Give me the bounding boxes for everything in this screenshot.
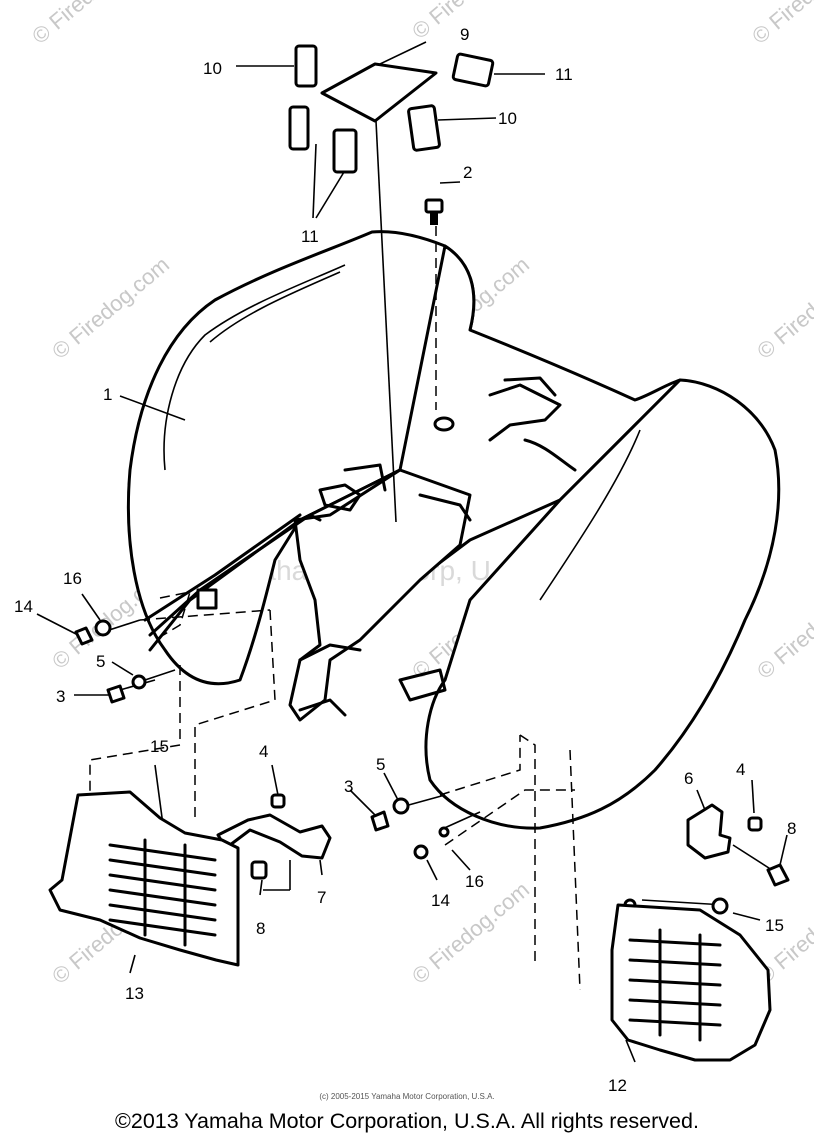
callout-7: 7 (317, 888, 326, 907)
watermark-firedog: © Firedog.com (407, 0, 534, 44)
callout-8: 8 (787, 819, 796, 838)
callout-9: 9 (460, 25, 469, 44)
callout-13: 13 (125, 984, 144, 1003)
callout-4: 4 (259, 742, 268, 761)
callout-1: 1 (103, 385, 112, 404)
callout-14: 14 (431, 891, 450, 910)
callout-11: 11 (555, 65, 573, 84)
callout-14: 14 (14, 597, 33, 616)
small-copyright-notice: (c) 2005-2015 Yamaha Motor Corporation, … (319, 1092, 495, 1101)
callout-16: 16 (63, 569, 82, 588)
callout-16: 16 (465, 872, 484, 891)
watermark-firedog: © Firedog.com (747, 0, 814, 49)
callout-15: 15 (150, 737, 169, 756)
watermark-firedog: © Firedog.com (752, 252, 814, 364)
bolt-2 (424, 198, 444, 410)
watermark-firedog: © Firedog.com (47, 252, 174, 364)
bracket-7 (216, 813, 332, 860)
callout-11: 11 (301, 227, 319, 246)
watermark-firedog: © Firedog.com (407, 877, 534, 989)
callout-4: 4 (736, 760, 745, 779)
watermark-firedog: © Firedog.com (752, 572, 814, 684)
callout-3: 3 (344, 777, 353, 796)
reflector-10 (294, 44, 441, 152)
callout-10: 10 (498, 109, 517, 128)
mudflap-left-13 (48, 790, 240, 967)
callout-10: 10 (203, 59, 222, 78)
mudflap-right-12 (610, 903, 772, 1062)
callout-2: 2 (463, 163, 472, 182)
callout-3: 3 (56, 687, 65, 706)
callout-15: 15 (765, 916, 784, 935)
emblem-plate (320, 62, 438, 123)
callout-12: 12 (608, 1076, 627, 1095)
copyright-notice: ©2013 Yamaha Motor Corporation, U.S.A. A… (115, 1109, 699, 1133)
rear-fender (126, 230, 781, 830)
callout-5: 5 (96, 652, 105, 671)
hardware (74, 619, 790, 915)
watermark-firedog: © Firedog.com (27, 0, 154, 49)
bracket-6 (686, 803, 732, 860)
reflector-11 (288, 52, 495, 174)
callout-5: 5 (376, 755, 385, 774)
callout-labels: 1 2 3 3 4 4 5 5 6 7 8 8 9 10 10 11 11 12… (14, 25, 796, 1095)
callout-6: 6 (684, 769, 693, 788)
callout-8: 8 (256, 919, 265, 938)
